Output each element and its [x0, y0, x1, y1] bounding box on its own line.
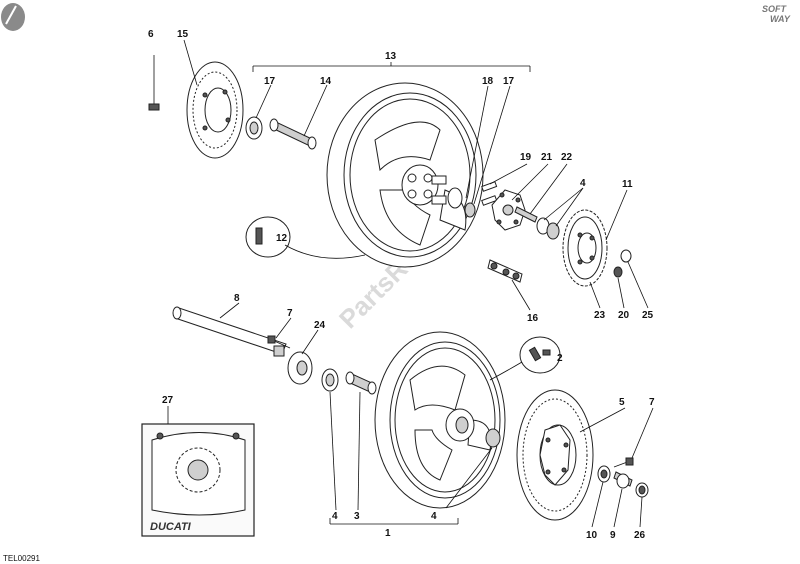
callout-19: 19 [520, 152, 532, 163]
inset-panel: DUCATI [141, 423, 255, 537]
detail-bubble-12 [245, 216, 366, 259]
sprocket-nut [613, 266, 623, 278]
callout-4c: 4 [580, 178, 586, 189]
callout-labels: 6 15 13 17 14 18 17 19 21 22 4 11 12 16 … [148, 29, 655, 541]
callout-23: 23 [594, 310, 606, 321]
callout-13: 13 [385, 51, 397, 62]
callout-20: 20 [618, 310, 630, 321]
sprocket-studs [481, 181, 498, 206]
callout-15: 15 [177, 29, 189, 40]
svg-text:SOFT: SOFT [762, 4, 788, 14]
callout-7b: 7 [649, 397, 655, 408]
disc-bolt [148, 55, 160, 111]
callout-4b: 4 [431, 511, 437, 522]
front-wheel [374, 331, 506, 509]
callout-17a: 17 [264, 76, 276, 87]
axle-bolt [267, 335, 291, 349]
front-spacer-right [613, 471, 633, 489]
leader-lines [167, 39, 654, 528]
callout-16: 16 [527, 313, 539, 324]
callout-24: 24 [314, 320, 326, 331]
inset-brand-text: DUCATI [150, 521, 192, 533]
callout-17b: 17 [503, 76, 515, 87]
drawing-code: TEL00291 [3, 554, 40, 563]
front-spacer [287, 351, 313, 385]
callout-11: 11 [622, 179, 633, 190]
carrier-bearing-2 [546, 222, 560, 240]
callout-3: 3 [354, 511, 360, 522]
callout-26: 26 [634, 530, 646, 541]
sprocket-washer [620, 249, 632, 263]
callout-21: 21 [541, 152, 553, 163]
front-spacer-tube [345, 371, 377, 395]
callout-1: 1 [385, 528, 391, 539]
front-brake-disc [516, 389, 594, 521]
rear-wheel [326, 82, 484, 268]
callout-4a: 4 [332, 511, 338, 522]
front-bearing-right [485, 428, 501, 448]
rear-brake-disc [186, 61, 244, 159]
corner-logo-icon [1, 3, 25, 31]
callout-27: 27 [162, 395, 174, 406]
callout-2: 2 [557, 353, 563, 364]
callout-18: 18 [482, 76, 494, 87]
callout-12: 12 [276, 233, 288, 244]
rear-spacer-right [464, 202, 476, 218]
detail-bubble-2 [489, 336, 561, 381]
sprocket-carrier [491, 189, 526, 231]
callout-6: 6 [148, 29, 154, 40]
chain-link [487, 259, 523, 283]
callout-10: 10 [586, 530, 598, 541]
svg-text:WAY: WAY [770, 14, 791, 24]
carrier-shaft [514, 206, 538, 223]
disc-bolt-front [613, 457, 634, 468]
callout-9: 9 [610, 530, 616, 541]
callout-25: 25 [642, 310, 654, 321]
front-axle [172, 306, 287, 357]
callout-5: 5 [619, 397, 625, 408]
callout-22: 22 [561, 152, 573, 163]
callout-14: 14 [320, 76, 332, 87]
rear-bearing-right [447, 187, 463, 209]
rear-spacer [269, 118, 317, 150]
callout-8: 8 [234, 293, 240, 304]
rear-sprocket [562, 209, 608, 287]
callout-7a: 7 [287, 308, 293, 319]
softway-logo: SOFT WAY [762, 4, 791, 24]
